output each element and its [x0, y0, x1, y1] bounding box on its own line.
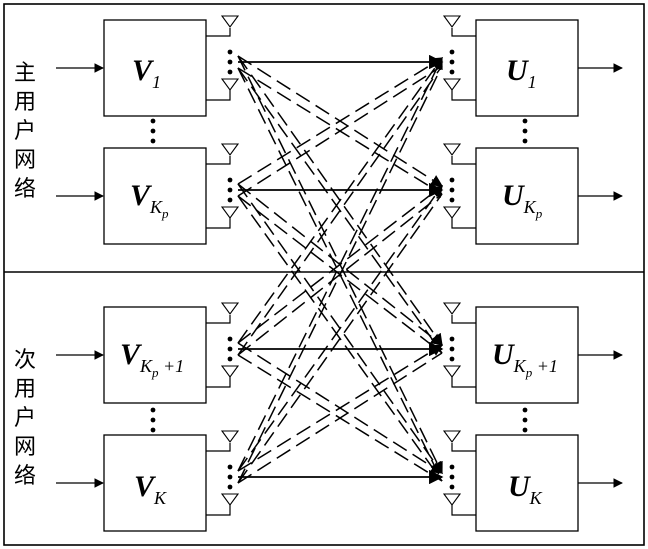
antenna-icon: [444, 366, 460, 377]
secondary-label-char: 络: [14, 464, 36, 489]
antenna-dot: [228, 475, 233, 480]
antenna-feed: [206, 90, 230, 100]
antenna-icon: [222, 207, 238, 218]
secondary-label-char: 网: [14, 435, 36, 460]
antenna-icon: [444, 431, 460, 442]
antenna-feed: [206, 505, 230, 515]
antenna-dot: [450, 357, 455, 362]
antenna-feed: [206, 443, 230, 451]
interference-link: [238, 194, 442, 483]
antenna-dot: [228, 357, 233, 362]
transmitter-box-vkp: [104, 148, 206, 244]
antenna-dot: [228, 188, 233, 193]
transmitter-box-v1: [104, 20, 206, 116]
primary-label-char: 户: [14, 119, 36, 144]
antenna-dot: [228, 485, 233, 490]
antenna-dot: [450, 178, 455, 183]
antenna-icon: [444, 16, 460, 27]
antenna-icon: [444, 303, 460, 314]
antenna-icon: [222, 79, 238, 90]
antenna-icon: [222, 16, 238, 27]
interference-link: [238, 58, 442, 184]
antenna-feed: [452, 377, 476, 387]
antenna-feed: [206, 28, 230, 36]
secondary-label-char: 次: [14, 348, 36, 373]
antenna-icon: [222, 431, 238, 442]
antenna-feed: [206, 218, 230, 228]
antenna-icon: [444, 79, 460, 90]
antenna-feed: [452, 28, 476, 36]
antenna-feed: [452, 156, 476, 164]
interference-link: [238, 186, 442, 471]
antenna-dot: [450, 475, 455, 480]
channel-links: [238, 56, 442, 483]
interference-link: [238, 353, 442, 483]
antenna-dot: [228, 337, 233, 342]
antenna-dot: [228, 347, 233, 352]
antenna-dot: [228, 465, 233, 470]
antenna-icon: [444, 144, 460, 155]
primary-label-char: 网: [14, 148, 36, 173]
primary-label-char: 主: [14, 61, 36, 86]
primary-network-label: 主 用 户 网 络: [14, 61, 36, 202]
antenna-dot: [228, 50, 233, 55]
secondary-label-char: 用: [14, 377, 36, 402]
interference-link: [238, 66, 442, 355]
antenna-feed: [452, 505, 476, 515]
secondary-network-label: 次 用 户 网 络: [14, 348, 36, 489]
receiver-box-ukp: [476, 148, 578, 244]
antenna-dot: [450, 198, 455, 203]
antenna-feed: [452, 443, 476, 451]
interference-link: [238, 58, 442, 343]
antenna-feed: [452, 218, 476, 228]
antenna-dot: [228, 60, 233, 65]
antenna-icon: [222, 303, 238, 314]
antenna-feed: [206, 156, 230, 164]
primary-label-char: 用: [14, 90, 36, 115]
transmitter-box-vk: [104, 435, 206, 531]
antenna-dot: [450, 337, 455, 342]
antenna-feed: [206, 377, 230, 387]
antenna-dot: [450, 50, 455, 55]
primary-label-char: 络: [14, 177, 36, 202]
antenna-icon: [444, 207, 460, 218]
antenna-dot: [450, 485, 455, 490]
antenna-dot: [450, 465, 455, 470]
antenna-feed: [206, 315, 230, 323]
secondary-label-char: 户: [14, 406, 36, 431]
antenna-dot: [450, 347, 455, 352]
antenna-dot: [228, 198, 233, 203]
antenna-dot: [450, 70, 455, 75]
antenna-dot: [228, 178, 233, 183]
antenna-icon: [222, 366, 238, 377]
antenna-dot: [450, 60, 455, 65]
antenna-icon: [444, 494, 460, 505]
antenna-feed: [452, 315, 476, 323]
antenna-icon: [222, 144, 238, 155]
antenna-feed: [452, 90, 476, 100]
antenna-dot: [450, 188, 455, 193]
antenna-dot: [228, 70, 233, 75]
antenna-icon: [222, 494, 238, 505]
